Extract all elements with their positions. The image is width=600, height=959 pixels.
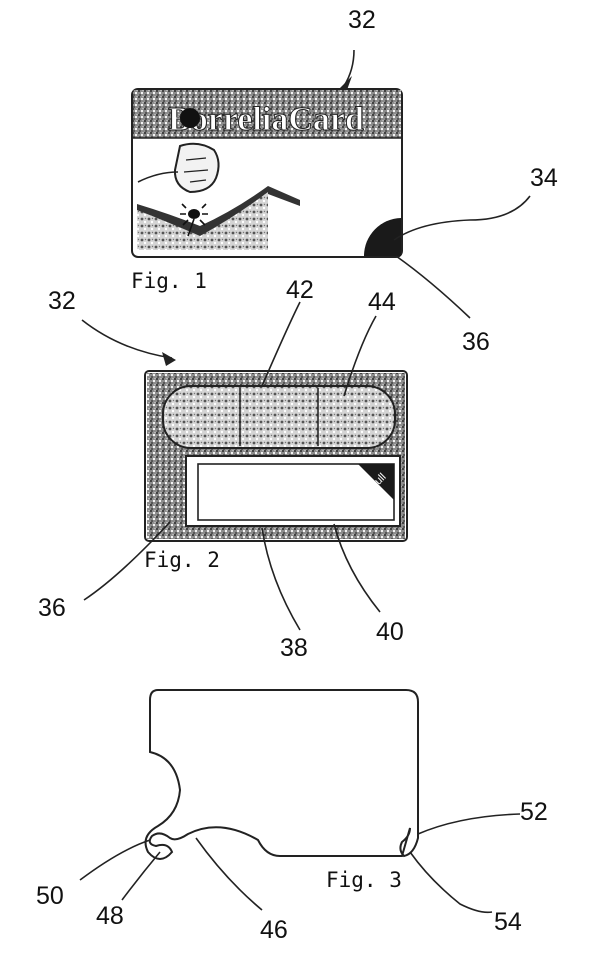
ref-52: 52 — [520, 798, 548, 826]
corner-quarter-circle — [363, 218, 401, 256]
landscape-ground — [137, 192, 268, 250]
ref-54: 54 — [494, 908, 522, 936]
card-title: BorreliaCard — [168, 101, 364, 138]
tick-icon — [180, 203, 208, 237]
ref-38: 38 — [280, 634, 308, 662]
ref-36-fig2: 36 — [38, 594, 66, 622]
plaster-strip — [162, 385, 396, 449]
fig-3-label: Fig. 3 — [326, 868, 402, 892]
figure-2: Pull Fig. 2 32 42 44 36 38 40 — [38, 276, 408, 662]
card-title-band — [133, 90, 401, 138]
fig-1-label: Fig. 1 — [131, 269, 207, 293]
hand-drawing — [173, 142, 220, 194]
pull-tab — [358, 464, 394, 500]
ref-42: 42 — [286, 276, 314, 304]
ref-40: 40 — [376, 618, 404, 646]
ref-32-fig2: 32 — [48, 287, 76, 315]
figure-3: Fig. 3 46 48 50 52 54 — [36, 689, 548, 944]
ref-44: 44 — [368, 288, 396, 316]
fig-2-label: Fig. 2 — [144, 548, 220, 572]
ref-32-fig1: 32 — [348, 6, 376, 34]
arrow-32 — [340, 76, 352, 90]
ref-46: 46 — [260, 916, 288, 944]
arrow-32-fig2 — [162, 352, 176, 366]
ref-48: 48 — [96, 902, 124, 930]
tick-logo — [180, 108, 200, 128]
insert-40 — [197, 463, 395, 521]
ref-50: 50 — [36, 882, 64, 910]
ref-34: 34 — [530, 164, 558, 192]
card-blank-outline — [144, 689, 419, 860]
figure-1: BorreliaCard Fig. 1 32 34 36 — [131, 6, 558, 356]
ref-36-fig1: 36 — [462, 328, 490, 356]
